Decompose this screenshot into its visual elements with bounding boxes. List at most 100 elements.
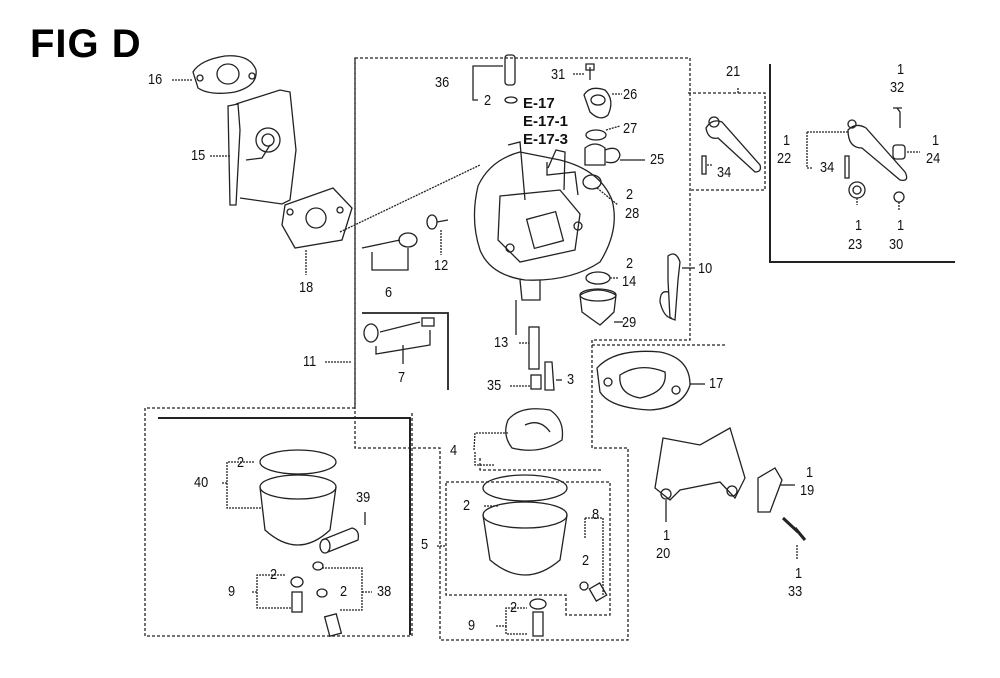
callout-30-qty: 1 bbox=[897, 217, 905, 234]
callout-8: 8 bbox=[592, 506, 600, 523]
part-17-gasket bbox=[596, 350, 691, 411]
callout-6: 6 bbox=[385, 284, 393, 301]
part-30-nut bbox=[893, 191, 905, 203]
part-19-clip bbox=[757, 467, 783, 513]
part-31-screw bbox=[585, 63, 595, 80]
bowl-boundary bbox=[445, 481, 611, 616]
part-21-choke-lever bbox=[705, 116, 762, 173]
part-25-valve bbox=[584, 143, 621, 166]
reference-e17-3[interactable]: E-17-3 bbox=[523, 131, 569, 148]
callout-11: 11 bbox=[303, 353, 317, 370]
part-38-drain bbox=[312, 561, 343, 638]
callout-20: 20 bbox=[656, 545, 671, 562]
callout-33-qty: 1 bbox=[795, 565, 803, 582]
main-carburetor-boundary bbox=[354, 57, 691, 641]
callout-23: 23 bbox=[848, 236, 863, 253]
part-6-screw bbox=[361, 232, 418, 271]
part-27-spring bbox=[585, 129, 607, 141]
callout-29: 29 bbox=[622, 314, 637, 331]
part-24-collar bbox=[892, 144, 906, 160]
part-16-gasket bbox=[192, 55, 257, 94]
callout-5: 5 bbox=[421, 536, 429, 553]
callout-40-qty: 2 bbox=[237, 454, 245, 471]
part-23-spring bbox=[848, 181, 866, 199]
callout-36: 36 bbox=[435, 74, 450, 91]
float-boundary bbox=[479, 458, 603, 471]
callout-15: 15 bbox=[191, 147, 206, 164]
needle-box bbox=[362, 312, 449, 390]
callout-34-b: 34 bbox=[820, 159, 835, 176]
callout-13: 13 bbox=[494, 334, 509, 351]
choke-boundary bbox=[688, 92, 766, 191]
callout-8-qty: 2 bbox=[582, 552, 590, 569]
callout-14-qty: 2 bbox=[626, 255, 634, 272]
part-3-needle bbox=[544, 361, 555, 391]
callout-35: 35 bbox=[487, 377, 502, 394]
part-34-pin-a bbox=[701, 155, 707, 175]
callout-20-qty: 1 bbox=[663, 527, 671, 544]
callout-31: 31 bbox=[551, 66, 566, 83]
reference-e17[interactable]: E-17 bbox=[523, 95, 555, 112]
part-10-clip bbox=[659, 253, 681, 321]
part-33-screw bbox=[781, 516, 807, 541]
part-36-screw bbox=[472, 54, 518, 104]
part-39-tube bbox=[319, 527, 360, 554]
callout-32-qty: 1 bbox=[897, 61, 905, 78]
sub-boundary-left bbox=[144, 58, 413, 637]
callout-9-right: 9 bbox=[468, 617, 476, 634]
callout-38: 38 bbox=[377, 583, 392, 600]
callout-4: 4 bbox=[450, 442, 458, 459]
callout-10: 10 bbox=[698, 260, 713, 277]
part-32-screw bbox=[893, 107, 902, 128]
callout-5-qty: 2 bbox=[463, 497, 471, 514]
part-7-pilot-screw bbox=[363, 317, 435, 355]
callout-33: 33 bbox=[788, 583, 803, 600]
part-13-nozzle bbox=[528, 326, 540, 370]
part-14-oring bbox=[585, 271, 611, 285]
callout-14: 14 bbox=[622, 273, 637, 290]
part-29-jet bbox=[579, 288, 617, 326]
reference-e17-1[interactable]: E-17-1 bbox=[523, 113, 569, 130]
callout-26: 26 bbox=[623, 86, 638, 103]
part-18-insulator bbox=[281, 187, 353, 249]
figure-title: FIG D bbox=[30, 22, 142, 66]
callout-24: 24 bbox=[926, 150, 941, 167]
callout-9-right-qty: 2 bbox=[510, 599, 518, 616]
carburetor-body bbox=[473, 141, 615, 335]
callout-25: 25 bbox=[650, 151, 665, 168]
callout-34-a: 34 bbox=[717, 164, 732, 181]
callout-36-qty: 2 bbox=[484, 92, 492, 109]
part-28-oring bbox=[582, 174, 602, 190]
callout-21: 21 bbox=[726, 63, 741, 80]
callout-16: 16 bbox=[148, 71, 163, 88]
part-9-screw-right bbox=[529, 598, 547, 637]
callout-9-left: 9 bbox=[228, 583, 236, 600]
callout-38-qty: 2 bbox=[340, 583, 348, 600]
callout-22-qty: 1 bbox=[783, 132, 791, 149]
callout-39: 39 bbox=[356, 489, 371, 506]
reference-leader bbox=[546, 162, 579, 196]
part-35-needle-seat bbox=[530, 374, 542, 390]
callout-19-qty: 1 bbox=[806, 464, 814, 481]
part-15-bracket bbox=[227, 89, 297, 206]
callout-30: 30 bbox=[889, 236, 904, 253]
callout-40: 40 bbox=[194, 474, 209, 491]
linkage-frame bbox=[769, 64, 955, 263]
part-34-pin-b bbox=[844, 155, 850, 179]
callout-24-qty: 1 bbox=[932, 132, 940, 149]
callout-19: 19 bbox=[800, 482, 815, 499]
callout-23-qty: 1 bbox=[855, 217, 863, 234]
callout-9-left-qty: 2 bbox=[270, 566, 278, 583]
part-22-arm bbox=[847, 119, 908, 181]
callout-28: 28 bbox=[625, 205, 640, 222]
part-20-bracket bbox=[654, 427, 746, 501]
part-26-cover bbox=[583, 87, 612, 119]
callout-17: 17 bbox=[709, 375, 724, 392]
callout-12: 12 bbox=[434, 257, 449, 274]
callout-7: 7 bbox=[398, 369, 406, 386]
callout-22: 22 bbox=[777, 150, 792, 167]
part-5-bowl bbox=[482, 474, 568, 576]
alt-bowl-frame bbox=[158, 417, 411, 635]
part-9-screw-left bbox=[290, 576, 304, 613]
